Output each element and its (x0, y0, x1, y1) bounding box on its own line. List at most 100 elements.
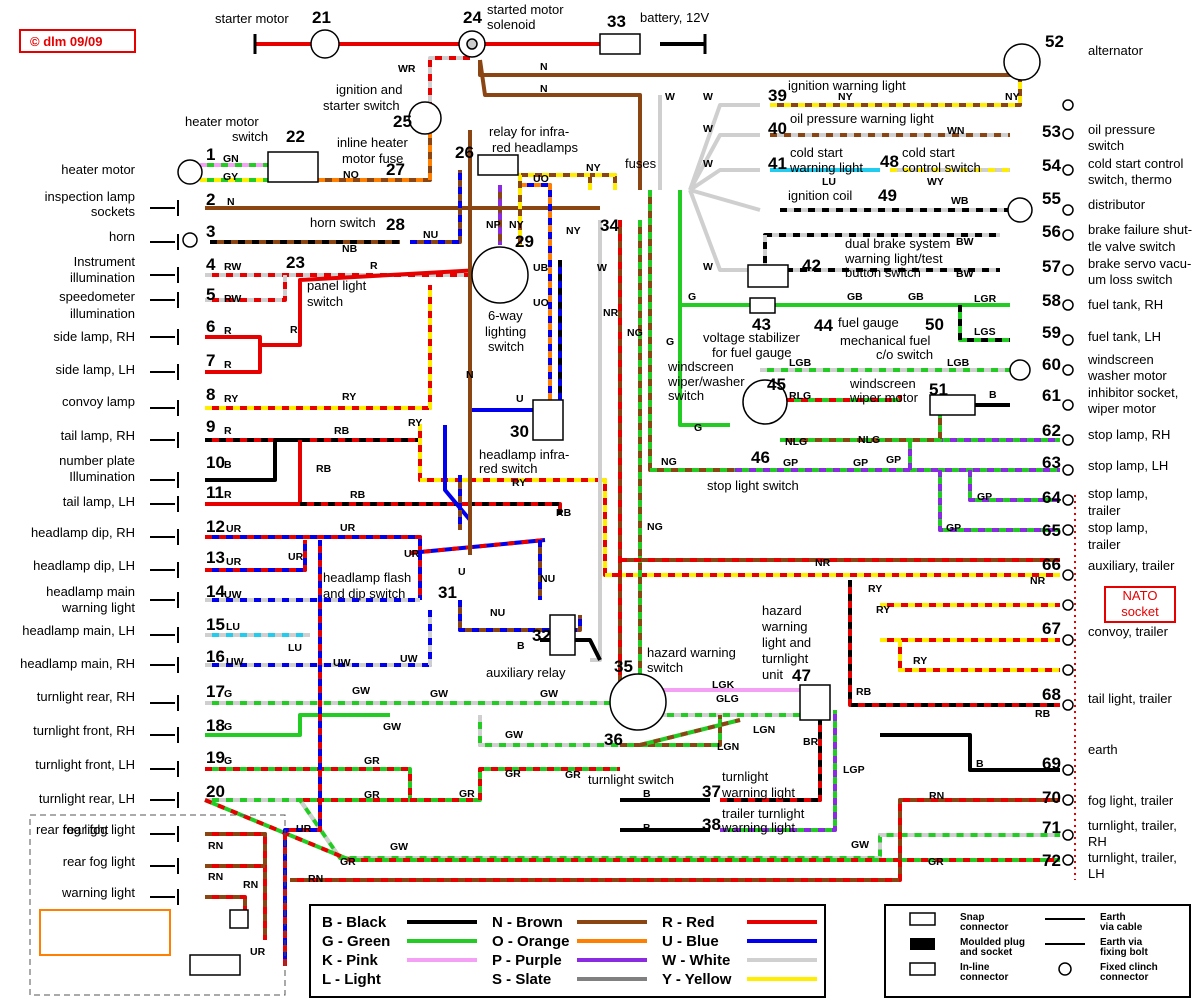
wire-code: LGS (974, 326, 996, 338)
wire-code: G (666, 336, 674, 348)
wire-code: GR (505, 768, 521, 780)
wire-code: GW (430, 688, 448, 700)
turn-warn-br-tracer (720, 710, 822, 802)
component-number-39: 39 (768, 86, 787, 105)
wire-code: GB (908, 291, 924, 303)
left-label: Instrument (74, 254, 136, 269)
right-label: earth (1088, 742, 1118, 757)
component-number-22: 22 (286, 127, 305, 146)
terminal-icon-10 (1062, 434, 1074, 446)
bulb-icon-8 (150, 472, 179, 488)
wire-code: LU (226, 621, 240, 633)
terminal-icon-7 (1062, 334, 1074, 346)
component-number-35: 35 (614, 657, 633, 676)
trailer-lh-wire-tracer (204, 798, 1060, 862)
component-label: switch (488, 339, 524, 354)
left-label: tail lamp, RH (61, 428, 135, 443)
stop-rh-wire-tracer (908, 438, 1060, 470)
component-label: red switch (479, 461, 538, 476)
component-label: headlamp infra- (479, 447, 569, 462)
terminal-icon-5 (1062, 264, 1074, 276)
main-rh-wire-tracer (205, 610, 432, 667)
battery-icon (599, 33, 641, 55)
copyright-box (19, 29, 136, 53)
legend-symbol-label-2: and socket (960, 947, 1013, 958)
component-label: rear fog light (36, 822, 109, 837)
legend-symbol-label: Fixed clinch (1100, 962, 1158, 973)
component-label: solenoid (487, 17, 535, 32)
wire-code: RB (1035, 708, 1051, 720)
wire-code: UW (224, 589, 242, 601)
left-label: headlamp main (46, 584, 135, 599)
component-number-1: 1 (206, 145, 215, 164)
wire-code: GY (223, 171, 238, 183)
component-number-10: 10 (206, 453, 225, 472)
snap-connector-icon (909, 912, 936, 926)
wire-code: NG (647, 521, 663, 533)
legend-symbol-label-2: connector (1100, 972, 1148, 983)
wire-code: NY (509, 219, 524, 231)
right-label: tle valve switch (1088, 239, 1175, 254)
component-number-44: 44 (814, 316, 833, 335)
left-label: horn (109, 229, 135, 244)
component-label: hazard (762, 603, 802, 618)
component-label: relay for infra- (489, 124, 569, 139)
inline-connector-icon (229, 909, 249, 929)
nato-label-2: socket (1121, 604, 1159, 619)
component-label: turnlight (762, 651, 809, 666)
white-coil (689, 188, 761, 212)
wire-code: RN (208, 871, 223, 883)
left-label: inspection lamp (45, 189, 135, 204)
wire-code: R (224, 425, 232, 437)
bulb-icon-6 (150, 400, 179, 416)
right-label: stop lamp, RH (1088, 427, 1170, 442)
component-number-60: 60 (1042, 355, 1061, 374)
component-number-31: 31 (438, 583, 457, 602)
wire-code: LU (822, 176, 836, 188)
component-number-34: 34 (600, 216, 619, 235)
wire-code: LU (288, 642, 302, 654)
component-label: warning (761, 619, 808, 634)
wire-code: GN (223, 153, 239, 165)
fog-option-box (29, 814, 286, 996)
wire-code: UW (226, 656, 244, 668)
component-label: ignition coil (788, 188, 852, 203)
right-label: turnlight, trailer, (1088, 850, 1177, 865)
left-label: Illumination (69, 469, 135, 484)
component-number-56: 56 (1042, 222, 1061, 241)
wire-code: GR (928, 856, 944, 868)
component-number-2: 2 (206, 190, 215, 209)
wire-code: N (540, 61, 548, 73)
wire-code: G (224, 688, 232, 700)
left-label: convoy lamp (62, 394, 135, 409)
wire-code: LGP (843, 764, 865, 776)
nato-label-1: NATO (1123, 588, 1158, 603)
right-label: convoy, trailer (1088, 624, 1169, 639)
component-number-47: 47 (792, 666, 811, 685)
component-label: turnlight switch (588, 772, 674, 787)
wire-code: NR (815, 557, 831, 569)
legend-symbol-label-2: connector (960, 972, 1008, 983)
wire-code: UR (288, 551, 304, 563)
side-lamp-wire (205, 335, 262, 374)
dip-rh-wire-tracer (205, 535, 422, 600)
wire-code: LGB (789, 357, 812, 369)
component-number-55: 55 (1042, 189, 1061, 208)
wire-code: UB (533, 262, 549, 274)
terminal-icon-13 (1062, 524, 1074, 536)
stop-rh-wire (908, 438, 1060, 470)
component-label: trailer turnlight (722, 806, 805, 821)
wire-code: RN (308, 873, 323, 885)
component-number-61: 61 (1042, 386, 1061, 405)
left-label: warning light (61, 885, 135, 900)
fog-trailer-wire-tracer (290, 798, 1060, 882)
component-number-24: 24 (463, 8, 482, 27)
dip-lh-wire-tracer (205, 540, 307, 572)
terminal-icon-18 (1062, 699, 1074, 711)
legend-color-label: N - Brown (492, 914, 563, 931)
wire-code: RB (556, 507, 572, 519)
turn-gr-2-tracer (410, 767, 620, 802)
component-number-54: 54 (1042, 156, 1061, 175)
moulded-plug-icon (910, 938, 935, 950)
component-label: control switch (902, 160, 981, 175)
